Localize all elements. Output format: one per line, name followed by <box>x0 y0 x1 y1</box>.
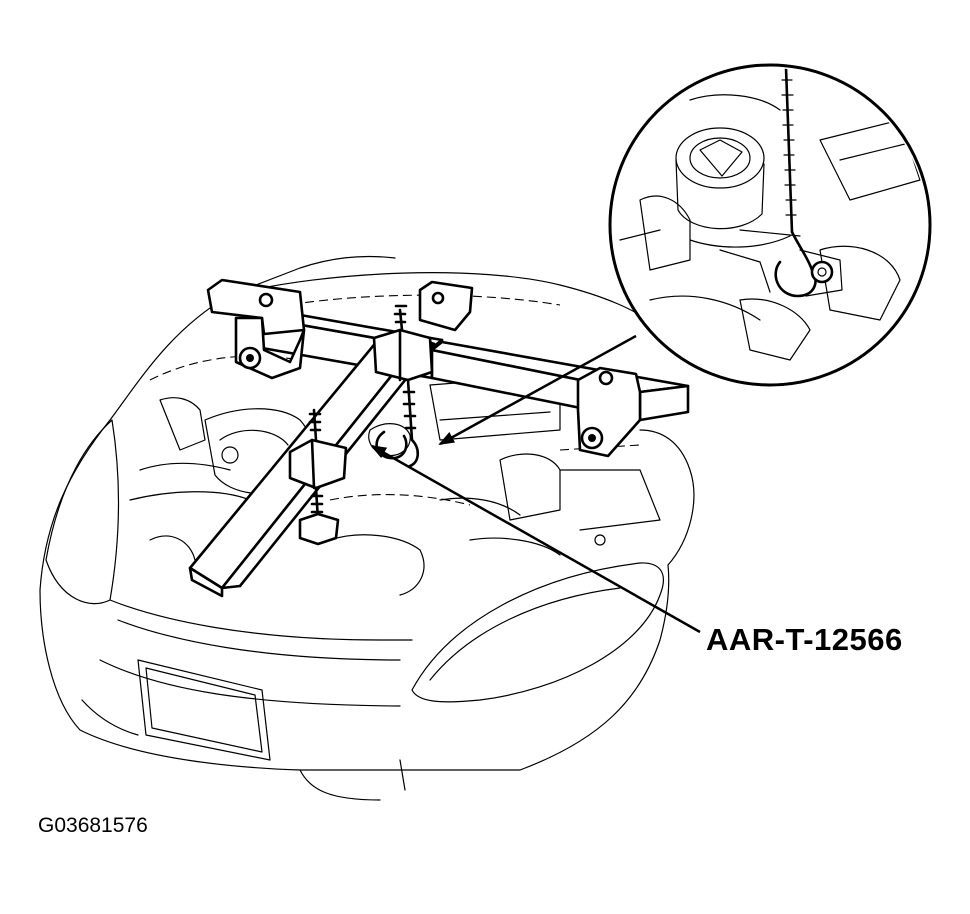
callout-arrows <box>370 334 701 634</box>
callout-arrow-tool <box>370 444 701 634</box>
detail-arrow <box>438 334 637 446</box>
tool-callout-label: AAR-T-12566 <box>706 622 903 657</box>
detail-inset <box>608 63 932 387</box>
engine-support-fixture <box>188 278 690 598</box>
figure-id-label: G03681576 <box>38 814 148 837</box>
